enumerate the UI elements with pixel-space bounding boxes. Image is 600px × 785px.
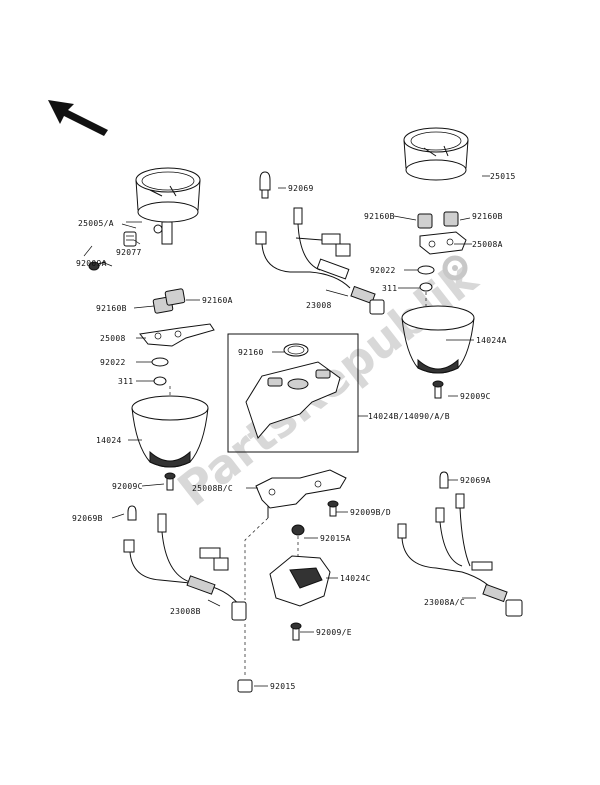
right-bulb-holders-92160b (417, 211, 459, 229)
screw-92009e (290, 622, 302, 641)
label-92069b: 92069B (72, 514, 103, 523)
bulb-92069a (439, 471, 449, 489)
label-92069a: 92069A (460, 476, 491, 485)
left-bulb-holders-92160 (152, 288, 186, 314)
label-92160a-left: 92160A (202, 296, 233, 305)
label-25008bc: 25008B/C (192, 484, 233, 493)
bracket-25008a (419, 231, 467, 255)
label-92022-right: 92022 (370, 266, 396, 275)
label-25008a: 25008A (472, 240, 503, 249)
screw-92009c-left (164, 472, 176, 491)
label-14024a: 14024A (476, 336, 507, 345)
front-direction-arrow-icon (48, 100, 108, 136)
label-25005a: 25005/A (78, 219, 114, 228)
gear-logo-icon (442, 255, 468, 281)
label-92015: 92015 (270, 682, 296, 691)
label-92160: 92160 (238, 348, 264, 357)
label-92009a: 92009A (76, 259, 107, 268)
left-meter-25005a (135, 167, 201, 245)
right-meter-25015 (403, 127, 469, 181)
label-92009c-left: 92009C (112, 482, 143, 491)
alignment-lines (169, 292, 427, 676)
meter-cup-14024a (401, 305, 475, 374)
bulb-92069b (127, 505, 137, 521)
label-92009bd: 92009B/D (350, 508, 391, 517)
bulb-92069 (259, 171, 271, 199)
screw-92009a (88, 261, 107, 271)
label-23008b: 23008B (170, 607, 201, 616)
label-14024c: 14024C (340, 574, 371, 583)
label-311-left: 311 (118, 377, 133, 386)
label-92015a: 92015A (320, 534, 351, 543)
label-23008ac: 23008A/C (424, 598, 465, 607)
nut-311-right (419, 282, 433, 292)
label-92160b-left: 92160B (96, 304, 127, 313)
label-92069-top: 92069 (288, 184, 314, 193)
leader-lines-meter-left (101, 223, 141, 267)
label-14024: 14024 (96, 436, 122, 445)
cover-14024c (269, 555, 331, 607)
part-labels: 25005/A 92009A 92077 92069 25015 92160B … (72, 172, 516, 691)
harness-23008 (255, 207, 385, 315)
label-14024b-set: 14024B/14090/A/B (368, 412, 450, 421)
nut-92015 (237, 679, 253, 693)
label-92160b-rr: 92160B (472, 212, 503, 221)
label-92022-left: 92022 (100, 358, 126, 367)
washer-92022-right (417, 265, 435, 275)
leader-lines (83, 175, 490, 687)
nut-311-left (153, 376, 167, 386)
label-25015: 25015 (490, 172, 516, 181)
washer-92022-left (151, 357, 169, 367)
bracket-25008bc (255, 469, 347, 518)
screw-92009bd (327, 500, 339, 517)
label-92009c-right: 92009C (460, 392, 491, 401)
screw-92009c-right (432, 380, 444, 399)
knob-92077 (123, 231, 137, 247)
label-311-right: 311 (382, 284, 397, 293)
harness-23008ac (397, 493, 523, 617)
label-92009e: 92009/E (316, 628, 352, 637)
bracket-25008 (139, 323, 215, 347)
harness-23008b (123, 513, 247, 621)
label-92077: 92077 (116, 248, 142, 257)
nut-92015a (291, 524, 305, 536)
label-92160b-rl: 92160B (364, 212, 395, 221)
label-23008: 23008 (306, 301, 332, 310)
cover-set-14024b (227, 333, 359, 453)
meter-cup-14024 (131, 395, 209, 468)
label-25008: 25008 (100, 334, 126, 343)
